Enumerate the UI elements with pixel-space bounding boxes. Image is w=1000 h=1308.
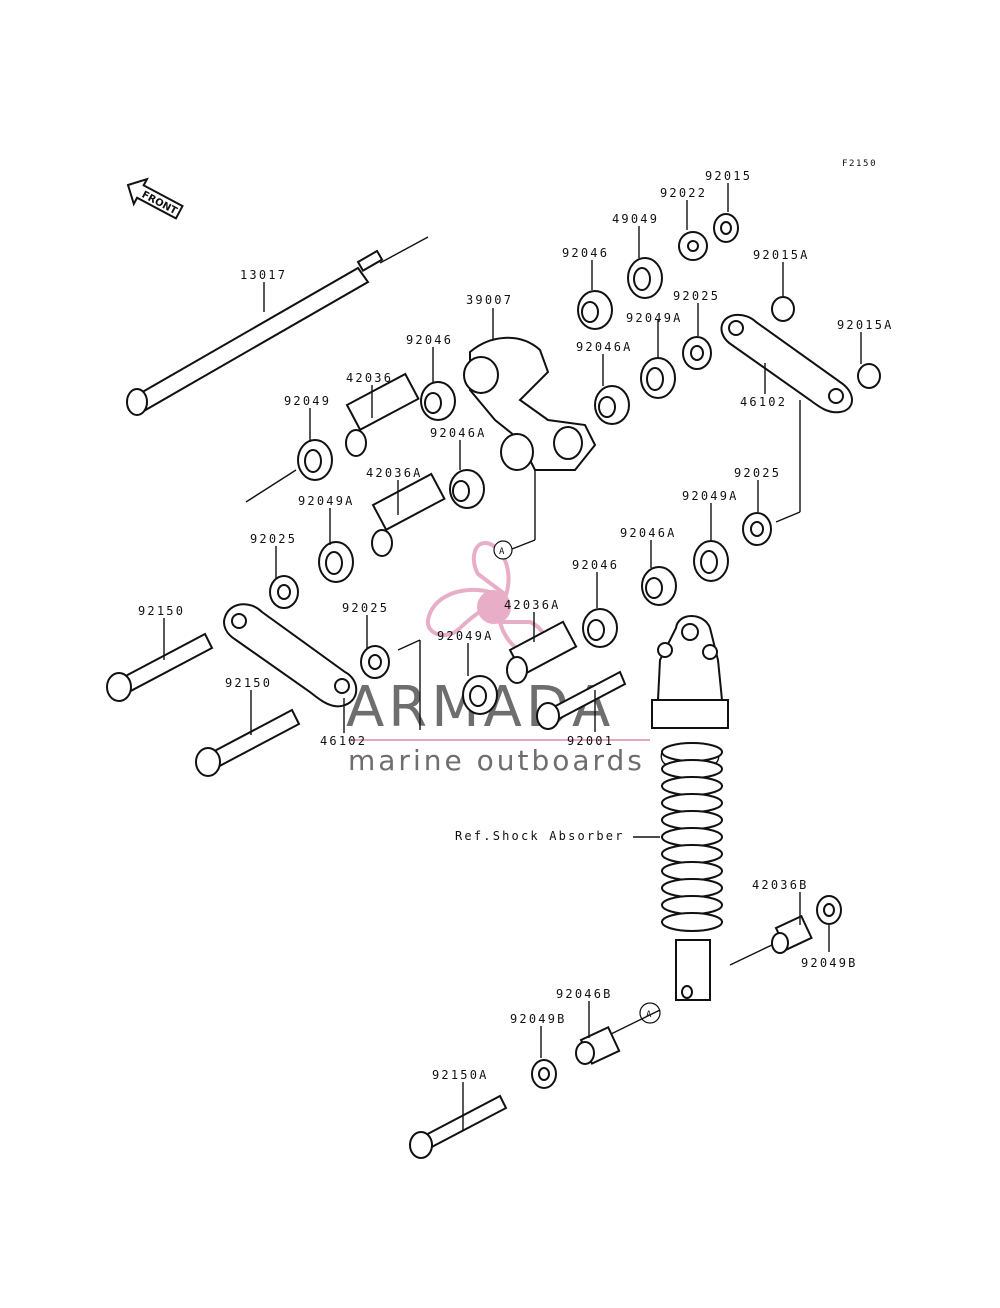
part-label: 92025	[342, 601, 389, 615]
part-label: 46102	[740, 395, 787, 409]
part-label: 92049B	[510, 1012, 567, 1026]
spring-coil	[661, 827, 723, 847]
bushing-parts-left	[245, 372, 498, 715]
part-label: 46102	[320, 734, 367, 748]
connector-line	[511, 539, 536, 550]
part-label: 92046	[562, 246, 609, 260]
leader-lines	[163, 183, 862, 1130]
part-label: 92049B	[801, 956, 858, 970]
callout-marker-bottom: A	[639, 1002, 661, 1024]
callout-marker-top: A	[493, 540, 513, 560]
part-label: 92001	[567, 734, 614, 748]
part-label: 92025	[673, 289, 720, 303]
part-label: 92046A	[430, 426, 487, 440]
part-label: 92049A	[682, 489, 739, 503]
spring-coil	[661, 759, 723, 779]
watermark-tagline: marine outboards	[348, 744, 645, 777]
part-label: 42036A	[504, 598, 561, 612]
part-label: 92150A	[432, 1068, 489, 1082]
spring-coil	[661, 776, 723, 796]
svg-text:A: A	[499, 547, 506, 557]
part-label: 42036A	[366, 466, 423, 480]
part-label: 92150	[138, 604, 185, 618]
shock-absorber	[608, 615, 777, 1036]
part-label: 39007	[466, 293, 513, 307]
part-label: 92046B	[556, 987, 613, 1001]
spring-coil	[661, 810, 723, 830]
lower-mount-parts	[409, 895, 842, 1159]
part-label: 92150	[225, 676, 272, 690]
part-label: 13017	[240, 268, 287, 282]
part-label: 92046	[572, 558, 619, 572]
front-arrow-icon: FRONT	[126, 177, 184, 220]
part-label: 42036	[346, 371, 393, 385]
axle-13017	[126, 236, 429, 416]
part-label: 92025	[734, 466, 781, 480]
part-label: 42036B	[752, 878, 809, 892]
part-label: 92025	[250, 532, 297, 546]
bushing-parts-middle	[506, 213, 881, 684]
spring-coil	[661, 861, 723, 881]
spring-coil	[661, 912, 723, 932]
part-label: 92046A	[576, 340, 633, 354]
part-label: 49049	[612, 212, 659, 226]
tie-rod-and-bolts-left	[106, 603, 627, 777]
part-label: 92046A	[620, 526, 677, 540]
part-label: 92015A	[753, 248, 810, 262]
part-label: 92015A	[837, 318, 894, 332]
spring-coil	[661, 742, 723, 762]
spring-coil	[661, 878, 723, 898]
part-label: 92049	[284, 394, 331, 408]
shock-reference-label: Ref.Shock Absorber	[455, 829, 625, 843]
rocker-arm-39007	[463, 336, 597, 471]
part-label: 92022	[660, 186, 707, 200]
spring-coil	[661, 895, 723, 915]
part-label: 92049A	[626, 311, 683, 325]
spring-coil	[661, 844, 723, 864]
part-label: 92046	[406, 333, 453, 347]
tie-rod-right	[720, 313, 853, 523]
part-label: 92049A	[437, 629, 494, 643]
shock-spring	[661, 742, 723, 932]
figure-code: F2150	[842, 159, 877, 169]
spring-coil	[661, 793, 723, 813]
part-label: 92015	[705, 169, 752, 183]
part-labels: 13017 39007 92046 42036 92049 92046A 420…	[138, 169, 894, 1082]
part-label: 92049A	[298, 494, 355, 508]
